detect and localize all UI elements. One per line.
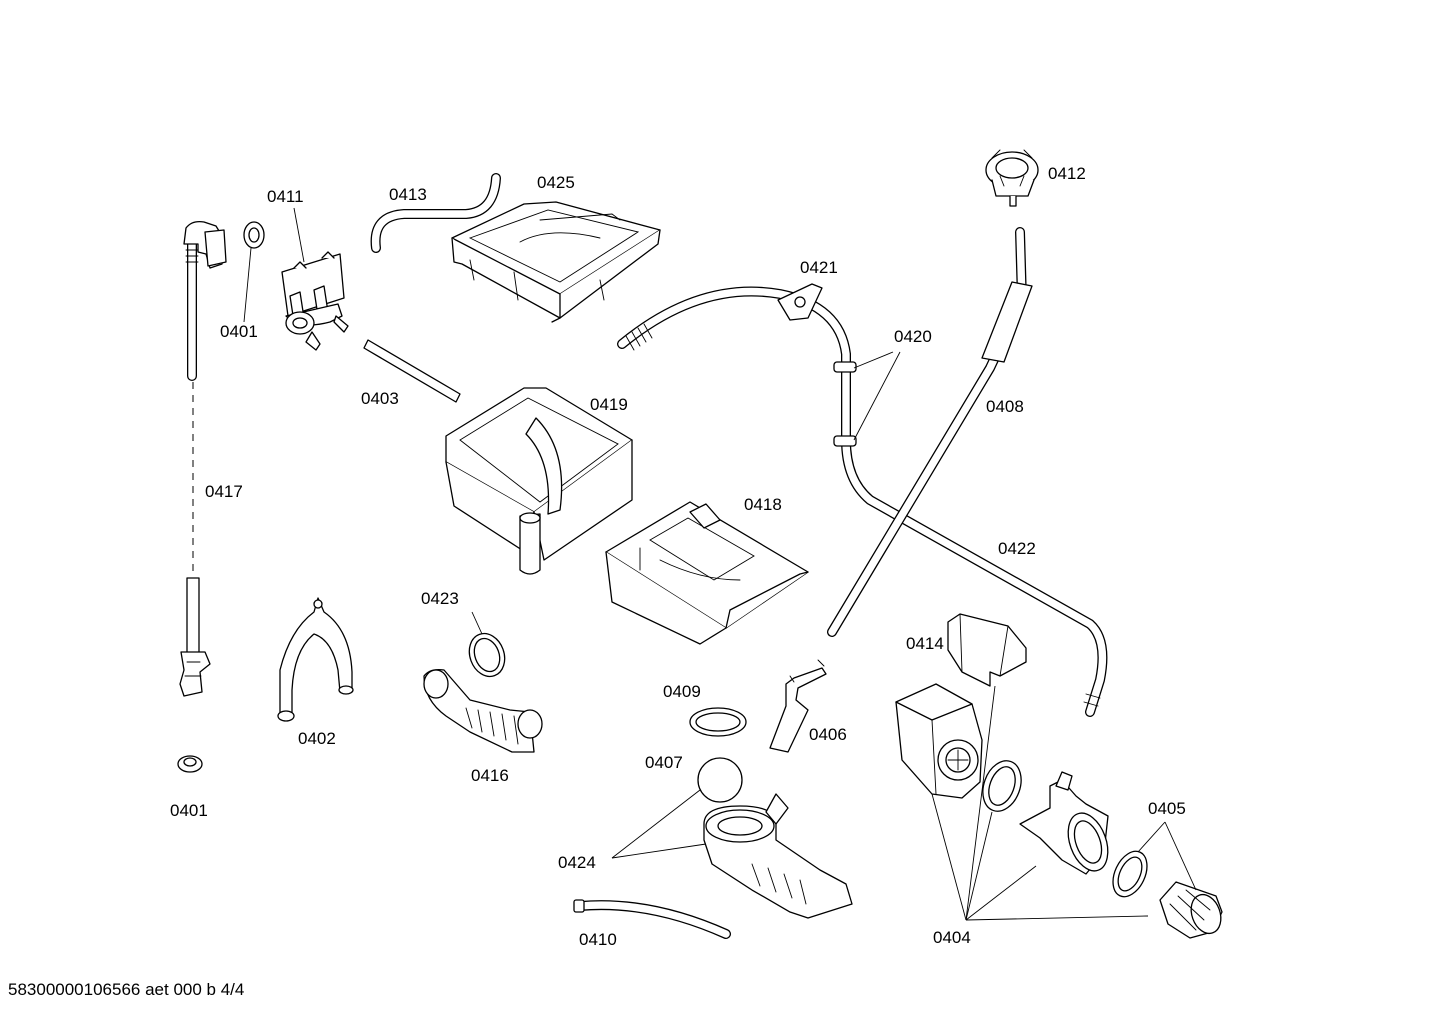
- label-0420: 0420: [894, 327, 932, 346]
- label-0401-top: 0401: [220, 322, 258, 341]
- part-0413-hose: [370, 173, 501, 253]
- part-0410-small-hose: [573, 899, 731, 939]
- label-0424: 0424: [558, 853, 596, 872]
- part-0422-long-hose: [617, 286, 1108, 717]
- label-0404: 0404: [933, 928, 971, 947]
- label-0401-bottom: 0401: [170, 801, 208, 820]
- part-0419-dispenser-housing: [445, 387, 633, 575]
- part-0421-hose-clip: [777, 283, 823, 321]
- label-0412: 0412: [1048, 164, 1086, 183]
- document-id-footer: 58300000106566 aet 000 b 4/4: [8, 980, 245, 999]
- label-0411: 0411: [267, 187, 304, 206]
- part-0416-drain-hose: [423, 668, 543, 753]
- part-0405-filter: [1159, 881, 1223, 939]
- label-0425: 0425: [537, 173, 575, 192]
- label-0421: 0421: [800, 258, 838, 277]
- label-0418: 0418: [744, 495, 782, 514]
- part-0401-washer-top: [243, 221, 265, 249]
- part-0401-washer-bottom: [177, 755, 203, 773]
- part-0405-filter-seal: [1112, 850, 1148, 898]
- part-0409-seal-ring: [689, 707, 747, 737]
- label-0417: 0417: [205, 482, 243, 501]
- part-0423-seal-ring: [468, 632, 506, 678]
- label-0416: 0416: [471, 766, 509, 785]
- label-0414: 0414: [906, 634, 944, 653]
- part-0404-pump-seal: [982, 760, 1022, 812]
- label-0419: 0419: [590, 395, 628, 414]
- part-0408-pressure-hose: [827, 227, 1033, 637]
- label-0406: 0406: [809, 725, 847, 744]
- label-0422: 0422: [998, 539, 1036, 558]
- part-0424-sump: [703, 793, 853, 919]
- part-0418-dispenser-drawer: [605, 501, 809, 645]
- part-labels: 0411 0413 0425 0412 0421 0401 0420 0403 …: [170, 164, 1186, 949]
- part-0407-ball: [697, 757, 743, 803]
- leader-lines: [243, 207, 1197, 921]
- part-0425-dispenser-lid: [451, 201, 661, 323]
- label-0408: 0408: [986, 397, 1024, 416]
- label-0407: 0407: [645, 753, 683, 772]
- part-0404-filter-housing: [1019, 771, 1109, 875]
- part-0412-pressure-switch: [985, 149, 1039, 207]
- part-0420-hose-clamp-lower: [833, 435, 857, 447]
- part-0417-inlet-hose: [179, 220, 227, 697]
- label-0402: 0402: [298, 729, 336, 748]
- part-0411-inlet-valve: [281, 251, 349, 351]
- part-0402-hose-guide: [277, 597, 354, 722]
- part-0414-pump-cover: [947, 613, 1027, 687]
- part-0403-tube: [363, 339, 461, 403]
- label-0409: 0409: [663, 682, 701, 701]
- part-0406-sensor: [769, 659, 827, 753]
- label-0413: 0413: [389, 185, 427, 204]
- part-0420-hose-clamp-upper: [833, 361, 857, 373]
- label-0410: 0410: [579, 930, 617, 949]
- label-0405: 0405: [1148, 799, 1186, 818]
- label-0423: 0423: [421, 589, 459, 608]
- label-0403: 0403: [361, 389, 399, 408]
- part-0404-drain-pump: [895, 683, 983, 799]
